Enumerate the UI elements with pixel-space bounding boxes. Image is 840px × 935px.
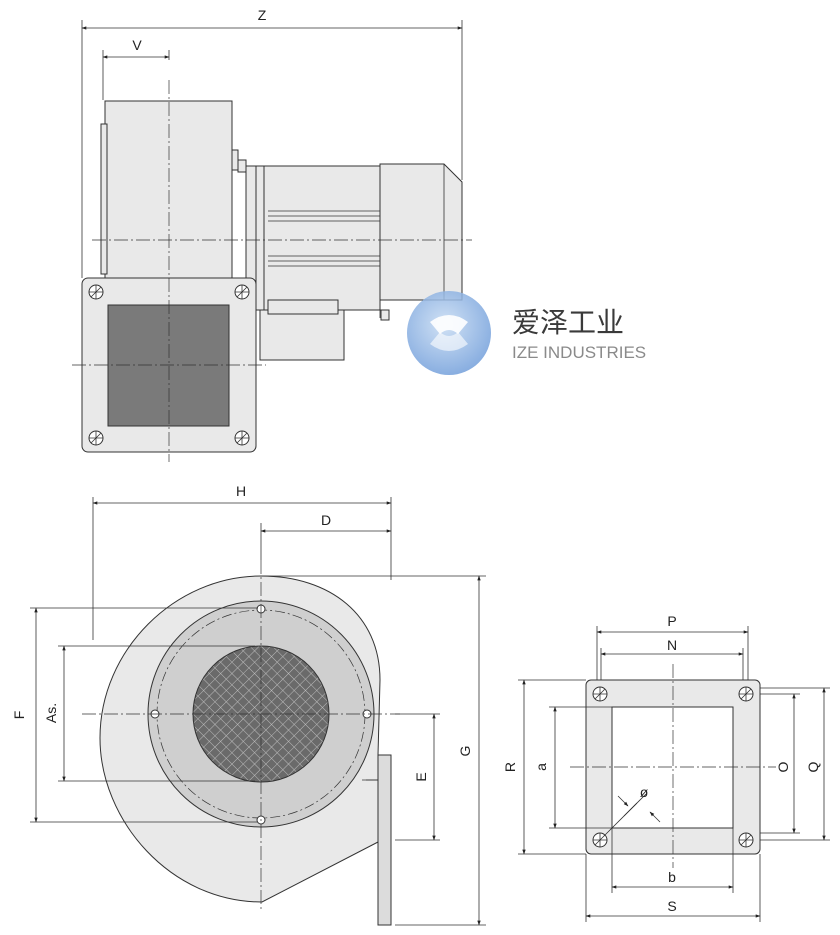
dim-label-as: As. xyxy=(43,703,59,723)
brand-name-chinese: 爱泽工业 xyxy=(512,306,624,339)
dim-label-o: O xyxy=(775,761,791,772)
dim-label-z: Z xyxy=(258,7,267,23)
motor-body xyxy=(245,165,381,311)
flange-detail-view: P N ø R a xyxy=(502,613,830,922)
dim-label-hole-dia: ø xyxy=(640,784,649,800)
fan-housing-side xyxy=(104,100,233,282)
brand-name-english: IZE INDUSTRIES xyxy=(512,343,646,362)
dim-label-h: H xyxy=(236,483,246,499)
dim-label-r: R xyxy=(502,762,518,772)
dim-label-q: Q xyxy=(805,761,821,772)
dim-label-f: F xyxy=(11,711,27,720)
dim-label-b: b xyxy=(668,869,676,885)
ize-logo: 爱泽工业 IZE INDUSTRIES xyxy=(407,291,646,375)
dim-label-s: S xyxy=(667,898,676,914)
outlet-opening-top xyxy=(107,304,230,427)
dim-label-p: P xyxy=(667,613,676,629)
dim-label-g: G xyxy=(457,746,473,757)
flange-bolt-holes-top xyxy=(88,284,250,446)
top-side-view: Z V xyxy=(72,7,472,462)
dim-label-n: N xyxy=(667,637,677,653)
motor-end-cap xyxy=(379,163,463,301)
terminal-box xyxy=(259,309,345,361)
dim-label-v: V xyxy=(132,37,142,53)
flange-bolt-holes xyxy=(592,686,754,848)
dim-label-a: a xyxy=(533,763,549,771)
dim-label-d: D xyxy=(321,512,331,528)
front-view: H D F As. E xyxy=(11,483,486,926)
dim-label-e: E xyxy=(413,772,429,781)
outlet-flange-front xyxy=(377,754,392,926)
